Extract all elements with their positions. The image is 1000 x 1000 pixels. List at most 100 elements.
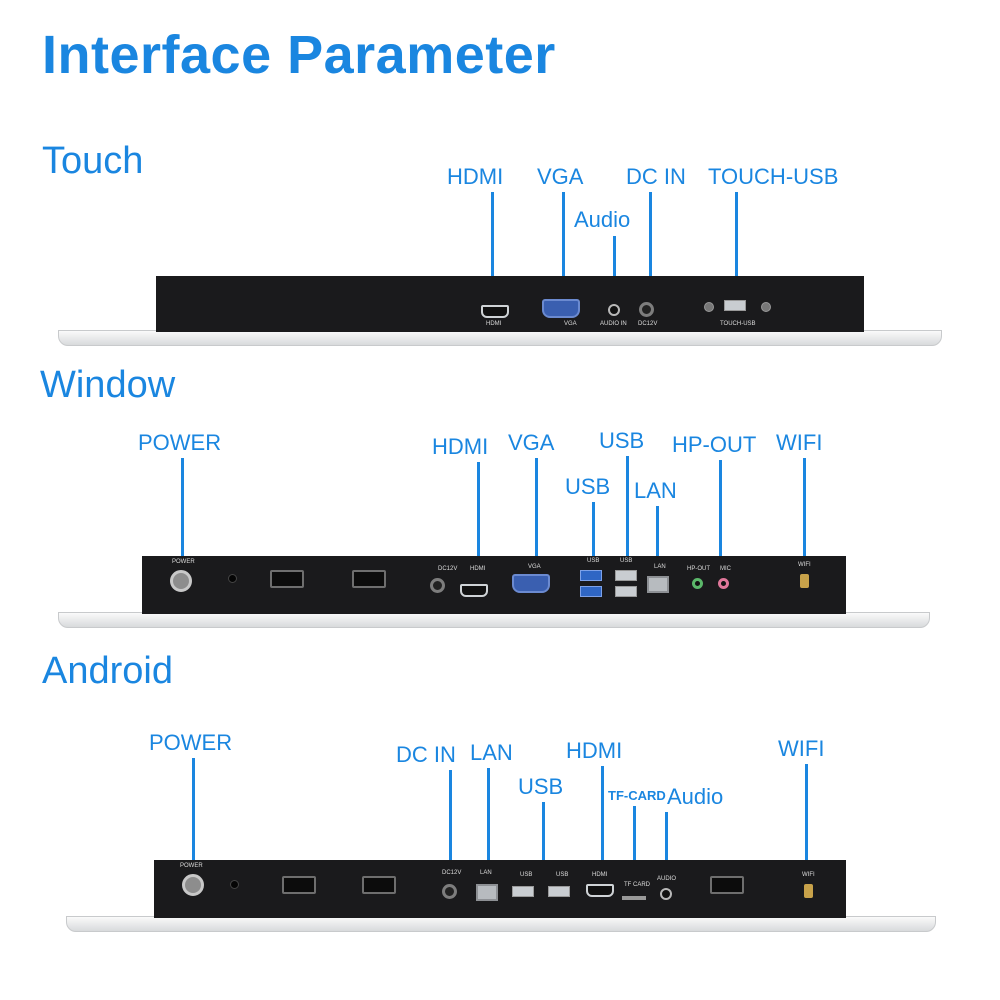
vga-port — [512, 574, 550, 593]
port-text-vga: VGA — [528, 564, 541, 570]
label-touch-hdmi: HDMI — [447, 164, 504, 189]
port-text-dc: DC12V — [638, 321, 658, 327]
section-heading-window: Window — [40, 364, 176, 406]
pointer-line — [491, 192, 494, 304]
usb3-port — [580, 570, 602, 581]
pointer-line — [601, 766, 604, 868]
label-window-lan: LAN — [634, 478, 677, 503]
section-heading-android: Android — [42, 650, 173, 692]
label-window-usb-b: USB — [599, 428, 645, 453]
label-touch-vga: VGA — [537, 164, 584, 189]
touch-usb-port — [724, 300, 746, 311]
monitor-bezel — [66, 916, 936, 932]
port-text-hdmi: HDMI — [486, 321, 502, 327]
pointer-line — [719, 460, 722, 578]
monitor-bezel — [58, 330, 942, 346]
screw-icon — [704, 302, 714, 312]
pointer-line — [805, 764, 808, 868]
pointer-line — [535, 458, 538, 570]
audio-jack — [608, 304, 620, 316]
wifi-antenna-icon — [800, 574, 809, 588]
power-button — [182, 874, 204, 896]
port-text-dc: DC12V — [438, 566, 458, 572]
port-text-tf-card: TF CARD — [624, 882, 650, 888]
pointer-line — [665, 812, 668, 868]
port-text-hp-out: HP-OUT — [687, 566, 710, 572]
lan-port — [476, 884, 498, 901]
reset-hole-icon — [230, 880, 239, 889]
pointer-line — [192, 758, 195, 868]
power-button — [170, 570, 192, 592]
label-window-hdmi: HDMI — [432, 434, 489, 459]
touch-rear-panel: HDMI VGA AUDIO IN DC12V TOUCH-USB — [156, 276, 864, 332]
mic-jack — [718, 578, 729, 589]
pointer-line — [562, 192, 565, 294]
lan-port — [647, 576, 669, 593]
port-text-power: POWER — [180, 863, 203, 869]
audio-jack — [660, 888, 672, 900]
label-android-lan: LAN — [470, 740, 513, 765]
pointer-line — [449, 770, 452, 868]
label-window-wifi: WIFI — [776, 430, 823, 455]
pointer-line — [649, 192, 652, 300]
port-text-lan: LAN — [480, 870, 492, 876]
tf-card-slot — [622, 896, 646, 900]
pointer-line — [803, 458, 806, 566]
label-window-vga: VGA — [508, 430, 555, 455]
label-android-wifi: WIFI — [778, 736, 825, 761]
com-port — [362, 876, 396, 894]
label-touch-dc-in: DC IN — [626, 164, 686, 189]
label-android-power: POWER — [149, 730, 233, 755]
port-text-usb-a: USB — [520, 872, 533, 878]
android-rear-panel: POWER DC12V LAN USB USB HDMI TF CARD AUD… — [154, 860, 846, 918]
port-text-usb-b: USB — [620, 558, 633, 564]
com-port — [282, 876, 316, 894]
label-android-usb: USB — [518, 774, 564, 799]
window-rear-panel: POWER DC12V HDMI VGA USB USB LAN HP-OUT … — [142, 556, 846, 614]
pointer-line — [477, 462, 480, 580]
usb3-port — [580, 586, 602, 597]
port-text-usb-b: USB — [556, 872, 569, 878]
vga-port — [542, 299, 580, 318]
usb-port — [548, 886, 570, 897]
com-port — [270, 570, 304, 588]
pointer-line — [735, 192, 738, 298]
pointer-line — [613, 236, 616, 300]
headphone-jack — [692, 578, 703, 589]
port-text-power: POWER — [172, 559, 195, 565]
usb2-port — [615, 586, 637, 597]
wifi-antenna-icon — [804, 884, 813, 898]
port-text-hdmi: HDMI — [592, 872, 608, 878]
pointer-line — [487, 768, 490, 868]
usb2-port — [615, 570, 637, 581]
label-window-hp-out: HP-OUT — [672, 432, 757, 457]
pointer-line — [633, 806, 636, 868]
port-text-vga: VGA — [564, 321, 577, 327]
pointer-line — [181, 458, 184, 566]
label-window-power: POWER — [138, 430, 222, 455]
label-android-tf-card: TF-CARD — [608, 788, 666, 803]
port-text-audio: AUDIO IN — [600, 321, 627, 327]
com-port — [352, 570, 386, 588]
label-touch-audio: Audio — [574, 207, 631, 232]
port-text-audio: AUDIO — [657, 876, 677, 882]
port-text-dc: DC12V — [442, 870, 462, 876]
pointer-line — [542, 802, 545, 868]
label-window-usb-a: USB — [565, 474, 611, 499]
dc-power-jack — [430, 578, 445, 593]
com-port — [710, 876, 744, 894]
hdmi-port — [460, 584, 488, 597]
usb-port — [512, 886, 534, 897]
dc-power-jack — [639, 302, 654, 317]
pointer-line — [626, 456, 629, 564]
label-android-hdmi: HDMI — [566, 738, 623, 763]
screw-icon — [761, 302, 771, 312]
port-text-touch-usb: TOUCH-USB — [720, 321, 756, 327]
reset-hole-icon — [228, 574, 237, 583]
pointer-line — [592, 502, 595, 566]
monitor-bezel — [58, 612, 930, 628]
port-text-wifi: WIFI — [798, 562, 811, 568]
pointer-line — [656, 506, 659, 564]
hdmi-port — [586, 884, 614, 897]
port-text-usb-a: USB — [587, 558, 600, 564]
